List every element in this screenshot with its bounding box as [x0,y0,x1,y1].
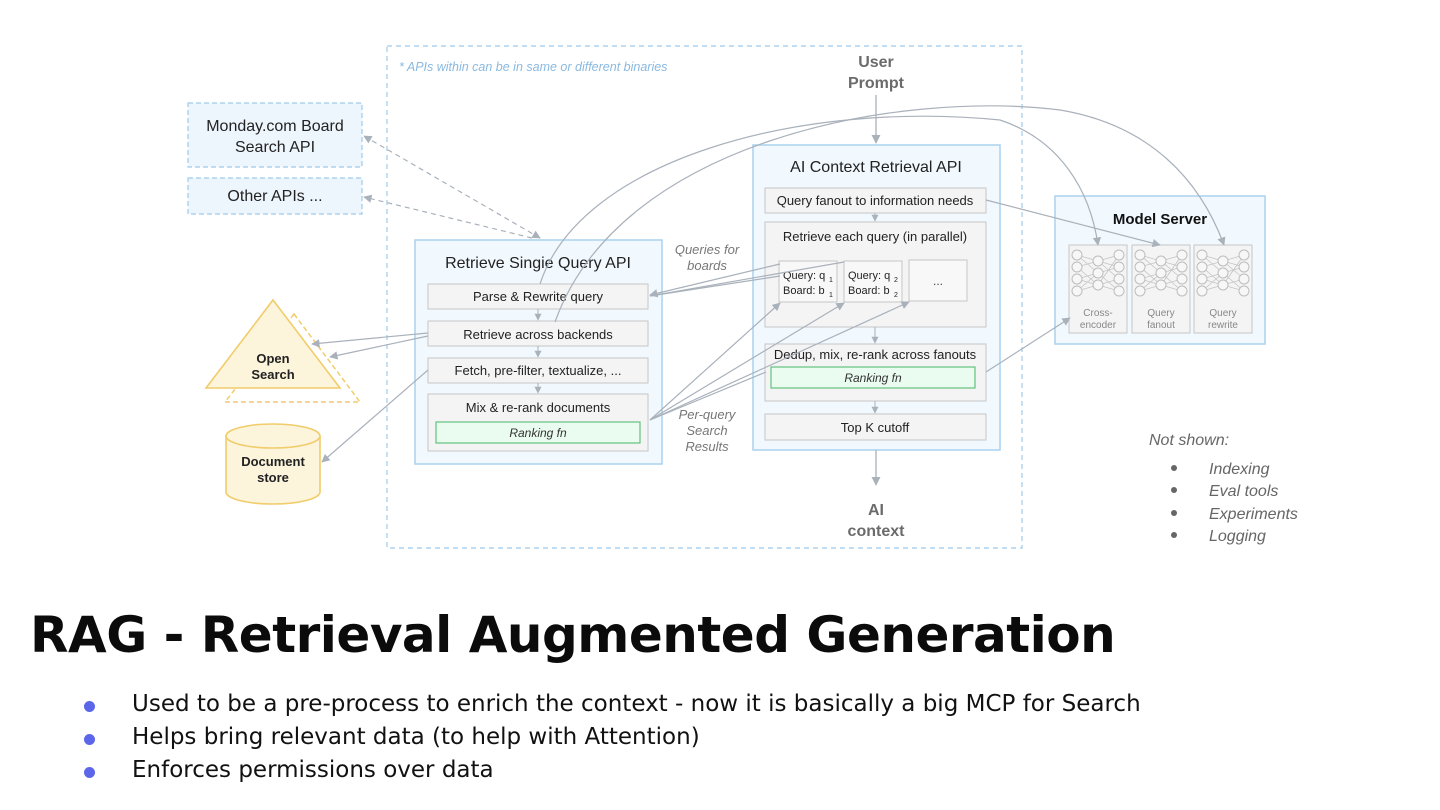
slide-title: RAG - Retrieval Augmented Generation [30,606,1116,664]
external-api-other: Other APIs ... [187,177,363,215]
open-search-backend: Open Search [204,298,362,403]
model-server: Model Server Cross- encoder Query fanout… [1054,195,1266,345]
svg-text:Monday.com Board: Monday.com Board [206,118,344,135]
step-retrieve-backends: Retrieve across backends [463,327,613,342]
user-prompt-label: Prompt [848,75,905,92]
svg-text:Cross-: Cross- [1083,308,1112,319]
bullet-item: Enforces permissions over data [82,754,1141,787]
svg-text:1: 1 [829,292,833,299]
svg-text:Eval tools: Eval tools [1209,483,1278,500]
context-retrieval-api: AI Context Retrieval API Query fanout to… [752,144,1001,451]
ai-context-label: AI [868,502,884,519]
svg-text:Query: q: Query: q [783,270,825,282]
svg-text:Other APIs ...: Other APIs ... [227,188,322,205]
rag-architecture-diagram: * APIs within can be in same or differen… [187,45,1298,549]
single-query-api: Retrieve Singie Query API Parse & Rewrit… [414,239,663,465]
boundary-note: * APIs within can be in same or differen… [399,60,667,74]
svg-text:Experiments: Experiments [1209,506,1298,523]
bullet-list: Used to be a pre-process to enrich the c… [82,688,1141,787]
svg-text:Query: Query [1209,308,1236,319]
context-api-title: AI Context Retrieval API [790,159,962,176]
svg-text:Document: Document [241,454,305,469]
edge-label-queries: boards [687,258,727,273]
model-server-title: Model Server [1113,211,1207,228]
step-top-k: Top K cutoff [841,420,910,435]
single-query-api-title: Retrieve Singie Query API [445,255,631,272]
svg-text:Indexing: Indexing [1209,461,1270,478]
bullet-dot-icon [84,767,95,778]
edge-label-results: Results [685,439,729,454]
document-store-backend: Document store [225,423,321,505]
edge-label-results: Search [686,423,727,438]
svg-text:rewrite: rewrite [1208,320,1238,331]
bullet-dot-icon [84,701,95,712]
step-retrieve-parallel: Retrieve each query (in parallel) [783,229,967,244]
step-mix-rerank: Mix & re-rank documents [466,400,611,415]
ranking-fn-label: Ranking fn [844,371,902,385]
svg-text:Query: q: Query: q [848,270,890,282]
svg-text:2: 2 [894,292,898,299]
svg-text:store: store [257,470,289,485]
svg-text:Search API: Search API [235,139,315,156]
bullet-dot-icon [84,734,95,745]
step-fetch-filter: Fetch, pre-filter, textualize, ... [455,363,622,378]
user-prompt-label: User [858,54,894,71]
bullet-item: Helps bring relevant data (to help with … [82,721,1141,754]
edge-label-results: Per-query [679,407,737,422]
ranking-fn-label: Ranking fn [509,426,567,440]
svg-text:1: 1 [829,277,833,284]
api-boundary [386,45,1023,549]
step-query-fanout: Query fanout to information needs [777,193,974,208]
svg-text:Logging: Logging [1209,528,1266,545]
ai-context-label: context [848,523,906,540]
external-api-monday: Monday.com Board Search API [187,102,363,168]
svg-text:Board: b: Board: b [783,285,825,297]
connectors [311,105,1226,463]
svg-text:Not shown:: Not shown: [1149,432,1229,449]
svg-text:Open: Open [256,351,289,366]
not-shown-list: Not shown: Indexing Eval tools Experimen… [1149,432,1298,545]
svg-text:Search: Search [251,367,294,382]
svg-text:...: ... [933,274,943,288]
svg-text:fanout: fanout [1147,320,1175,331]
svg-text:2: 2 [894,277,898,284]
step-dedup: Dedup, mix, re-rank across fanouts [774,347,977,362]
svg-text:Board: b: Board: b [848,285,890,297]
svg-text:encoder: encoder [1080,320,1117,331]
svg-text:Query: Query [1147,308,1174,319]
edge-label-queries: Queries for [675,242,740,257]
bullet-item: Used to be a pre-process to enrich the c… [82,688,1141,721]
step-parse-rewrite: Parse & Rewrite query [473,289,604,304]
